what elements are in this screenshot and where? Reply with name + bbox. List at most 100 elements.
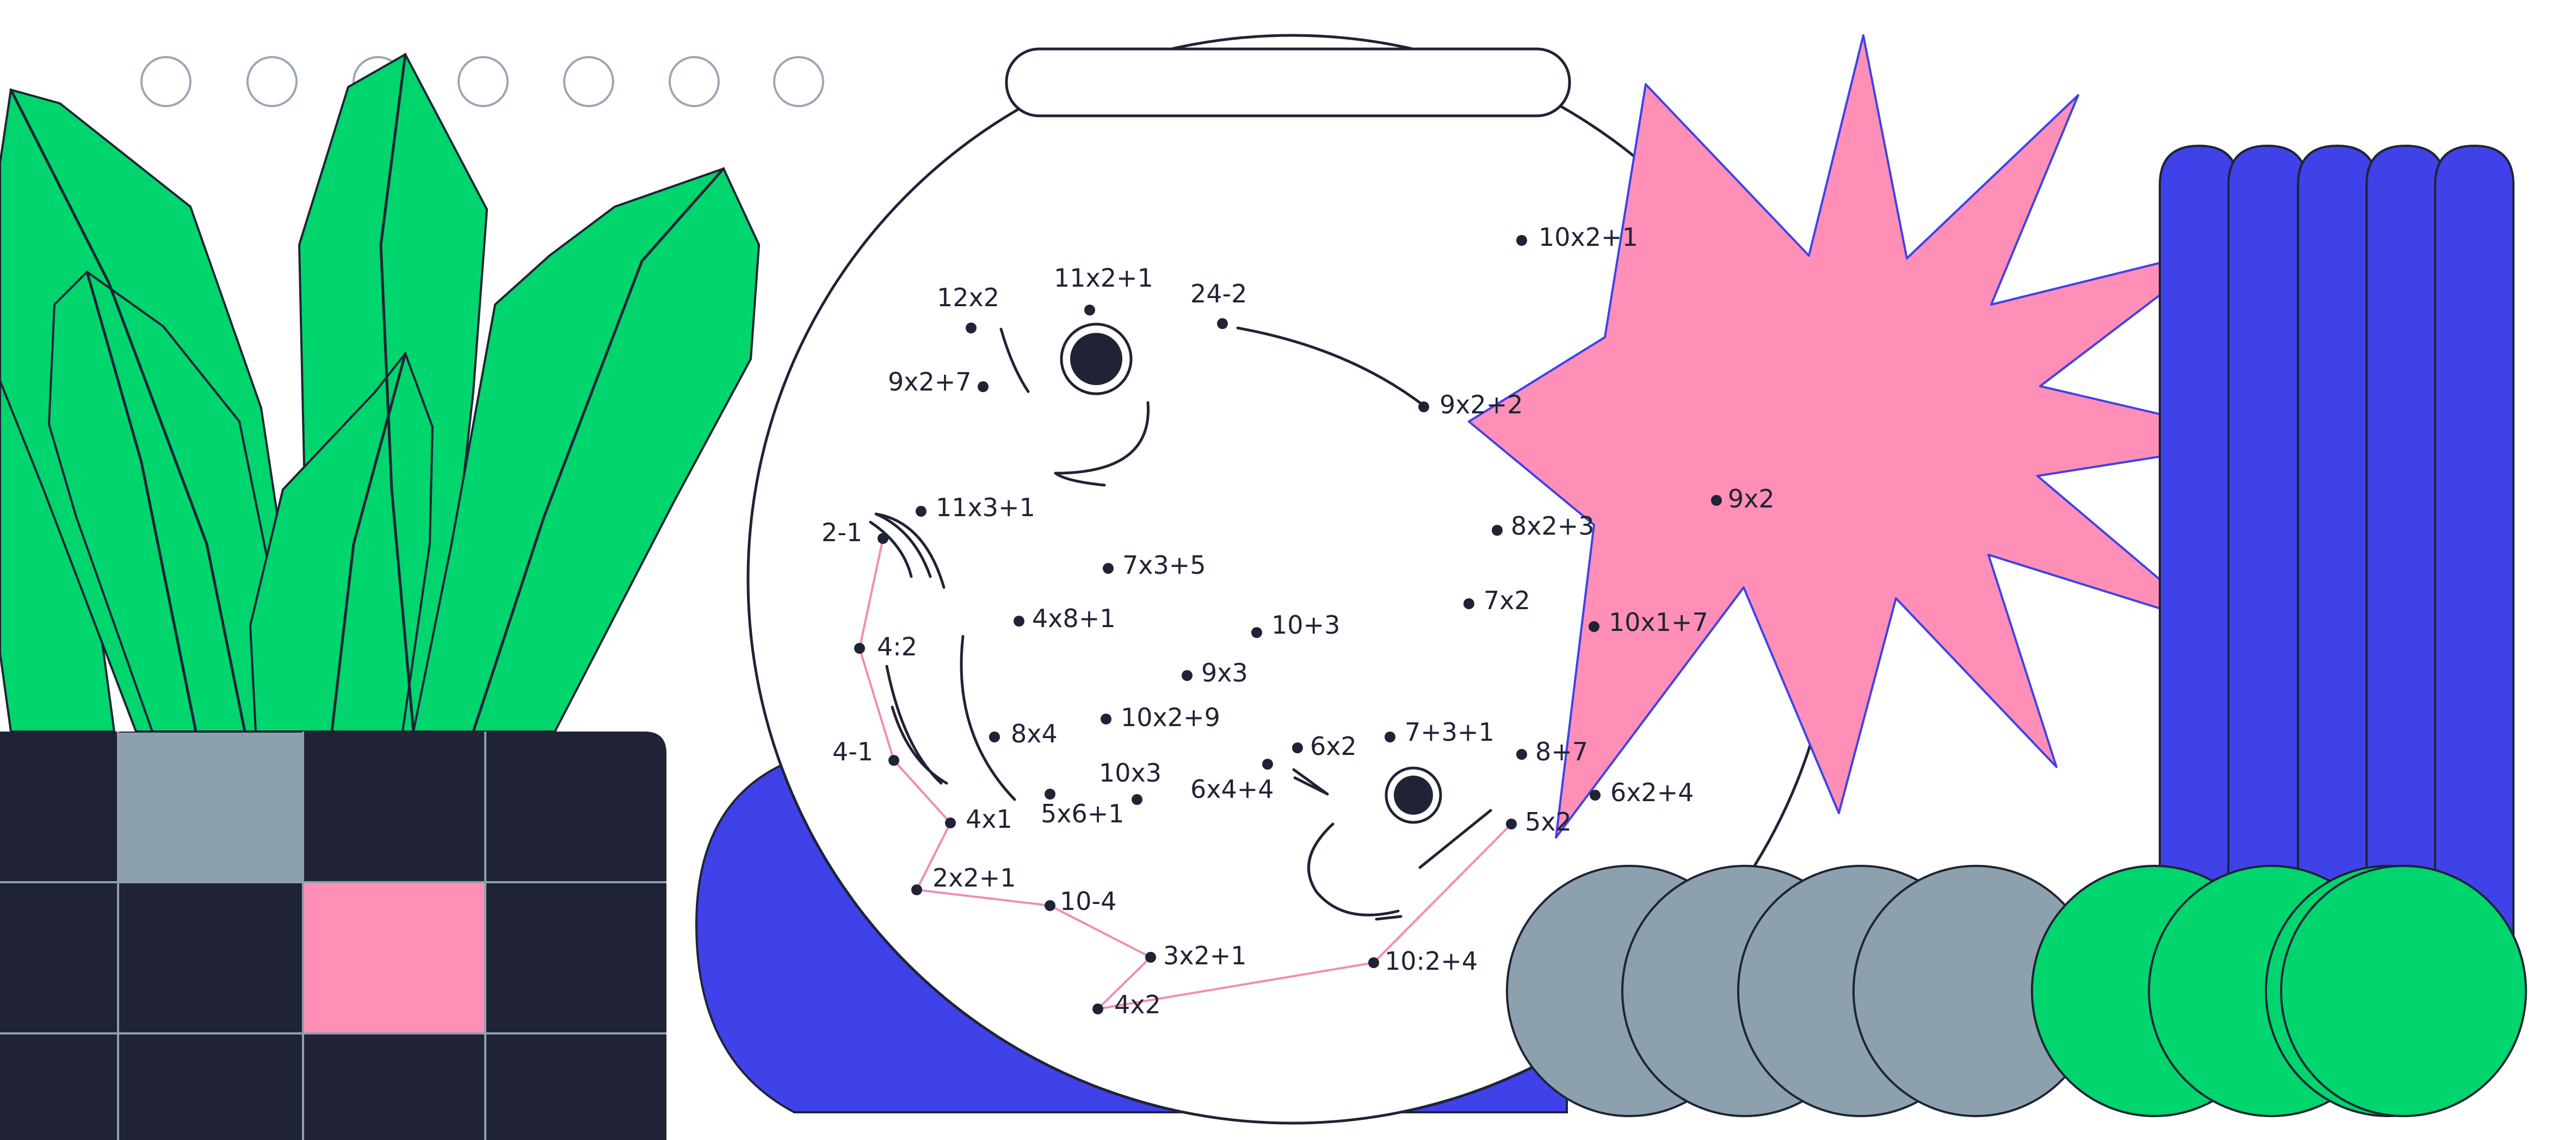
puzzle-dot [966,323,977,333]
blue-pillar [2365,144,2446,958]
puzzle-dot [911,884,922,895]
puzzle-dot [1217,318,1228,329]
plant-pot-grid [0,732,666,1140]
puzzle-point: 4x1 [945,804,1012,834]
puzzle-label: 6x2+4 [1610,778,1694,807]
fish-upper-mouth [1054,401,1150,487]
fish-upper-cheek [999,327,1030,393]
puzzle-label: 9x2 [1728,484,1775,513]
decorative-circle [563,56,614,107]
puzzle-dot [978,381,989,392]
blue-pillars [2159,144,2515,958]
plant-leaves [0,53,760,733]
leaf-vein [9,88,246,733]
fish-lower-eye [1394,776,1433,815]
puzzle-label: 10+3 [1271,610,1340,640]
puzzle-label: 11x3+1 [936,493,1035,522]
blue-pillar [2434,144,2515,958]
decorative-circle [140,56,191,107]
puzzle-dot [1516,749,1527,760]
puzzle-point: 10x2+9 [1101,703,1220,732]
puzzle-dot [1506,819,1517,829]
blue-pillar [2227,144,2308,958]
puzzle-dot [1711,495,1722,506]
puzzle-dot [1084,305,1095,315]
puzzle-dot [1418,401,1429,412]
puzzle-point: 9x2+7 [888,367,989,396]
puzzle-dot [1516,235,1527,246]
puzzle-dot [1103,563,1114,574]
puzzle-dot [1262,759,1273,770]
puzzle-dot [989,732,1000,742]
puzzle-point: 5x2 [1506,807,1572,837]
puzzle-dot [1368,957,1379,968]
puzzle-label: 10-4 [1060,887,1116,916]
puzzle-label: 8+7 [1535,737,1588,766]
puzzle-dot [888,755,899,766]
puzzle-point: 8x2+3 [1492,511,1595,541]
puzzle-label: 4x1 [966,804,1012,834]
puzzle-dot [1292,742,1303,753]
decorative-circle [669,56,720,107]
fish-upper [869,323,1427,801]
puzzle-label: 5x6+1 [1041,799,1125,828]
puzzle-point: 4-1 [832,737,899,766]
fish-lower-brow [1292,768,1329,796]
leaf-vein [85,270,197,733]
pot-grey-tile [118,733,303,882]
puzzle-point: 4x2 [1092,990,1161,1019]
puzzle-label: 10x2+9 [1121,703,1220,732]
puzzle-label: 4:2 [877,632,917,661]
puzzle-point: 6x2+4 [1590,778,1694,807]
puzzle-point: 6x2 [1292,732,1357,761]
decorative-circle [246,56,298,107]
puzzle-label: 7+3+1 [1405,717,1494,747]
puzzle-point: 7+3+1 [1385,717,1494,747]
puzzle-label: 9x2+7 [888,367,972,396]
puzzle-label: 3x2+1 [1163,941,1247,970]
puzzle-dot [1492,525,1503,536]
puzzle-point: 11x3+1 [916,493,1035,522]
puzzle-point: 10+3 [1251,610,1340,640]
grey-oval-cluster [1506,865,2099,1117]
puzzle-point: 10-4 [1045,887,1116,916]
puzzle-dot [1132,794,1142,805]
puzzle-points: 12x2 11x2+1 24-2 10x2+1 9x2+7 9x2+2 2-1 … [821,222,1775,1019]
pot-grid-lines [0,732,666,1140]
puzzle-point: 10x2+1 [1516,222,1638,252]
fish-upper-line [1236,326,1427,408]
puzzle-point: 10x3 [1099,758,1162,805]
puzzle-point: 10x1+7 [1589,608,1708,637]
puzzle-dot [945,817,956,828]
blue-pillar [2297,144,2377,958]
puzzle-point: 2x2+1 [911,863,1016,895]
decorative-circle [458,56,509,107]
puzzle-dot [1145,952,1156,963]
puzzle-label: 8x4 [1011,719,1058,748]
puzzle-point: 9x2+2 [1418,390,1523,419]
puzzle-dot [854,643,865,654]
puzzle-dot [1045,900,1055,911]
leaf-vein [472,167,725,733]
puzzle-label: 10x1+7 [1609,608,1708,637]
fish-bowl-rim [1005,47,1571,117]
fish-upper-eye [1070,333,1122,385]
decorative-circle [773,56,824,107]
puzzle-label: 10:2+4 [1385,946,1478,976]
puzzle-point: 24-2 [1190,279,1247,329]
fish-upper-fin [885,635,1016,801]
green-oval-cluster [2031,865,2527,1117]
puzzle-dot [878,533,888,544]
decorative-circle-row [140,56,824,107]
puzzle-dot [1463,598,1474,609]
puzzle-dot [1590,790,1601,801]
puzzle-dot [1045,789,1055,800]
puzzle-label: 6x2 [1310,732,1357,761]
puzzle-label: 2-1 [821,518,862,547]
puzzle-label: 4x8+1 [1032,604,1116,633]
puzzle-point: 2-1 [821,518,888,547]
puzzle-dot [1092,1003,1103,1014]
puzzle-label: 12x2 [937,283,999,312]
leaf-veins [9,53,725,733]
